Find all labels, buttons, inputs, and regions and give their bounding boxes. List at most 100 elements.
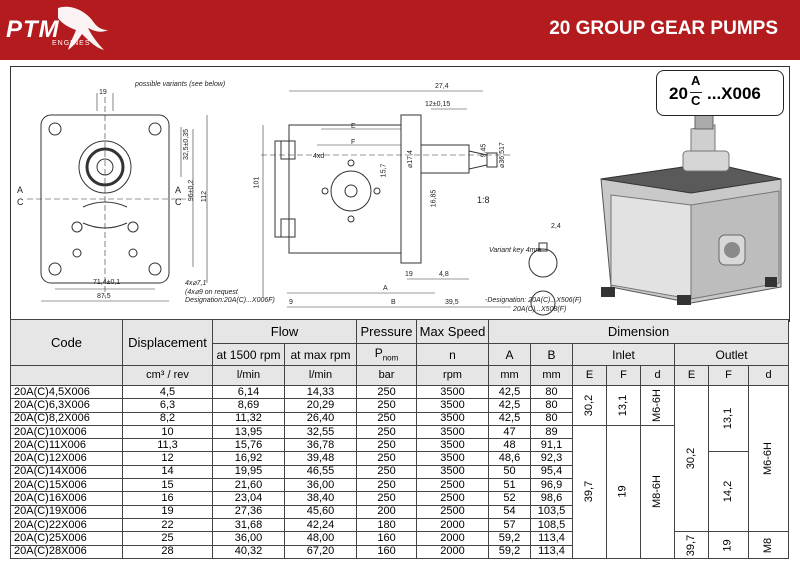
dim-label: 4,8 bbox=[439, 271, 449, 278]
outlet-e-header: E bbox=[674, 365, 710, 386]
holes-note: 4x⌀7,1 bbox=[185, 280, 207, 287]
cell-code: 20A(C)8,2X006 bbox=[10, 411, 123, 426]
header-banner: PTM ENGINES 20 GROUP GEAR PUMPS bbox=[0, 0, 800, 60]
cell-disp: 11,3 bbox=[122, 438, 213, 453]
cell-disp: 25 bbox=[122, 531, 213, 546]
ptm-logo: PTM ENGINES bbox=[0, 0, 130, 60]
port-a-label: A bbox=[175, 185, 182, 195]
variant-key-shape bbox=[528, 248, 558, 278]
bolt-hole-shape bbox=[48, 122, 62, 136]
variant-key-label: Variant key 4mm bbox=[489, 247, 542, 254]
cell-disp: 22 bbox=[122, 517, 213, 533]
cell-code: 20A(C)28X006 bbox=[10, 544, 123, 560]
cell-p: 250 bbox=[356, 464, 418, 480]
cell-f1500: 6,14 bbox=[212, 384, 285, 400]
cell-f1500: 31,68 bbox=[212, 517, 285, 533]
model-code-variant-a: A bbox=[691, 73, 701, 88]
cell-n: 2000 bbox=[416, 531, 490, 546]
cell-b: 96,9 bbox=[530, 478, 574, 493]
inlet-d-header: d bbox=[640, 365, 676, 386]
shaft-ring-shape bbox=[85, 147, 125, 187]
cell-n: 3500 bbox=[416, 438, 490, 453]
cell-code: 20A(C)25X006 bbox=[10, 531, 123, 546]
cell-b: 98,6 bbox=[530, 491, 574, 506]
spec-table: Code Displacement Flow Pressure Max Spee… bbox=[10, 319, 790, 560]
inlet-d-value: M6-6H bbox=[640, 385, 676, 426]
designation-label: -Designation: 20A(C)...X506(F) bbox=[485, 297, 582, 304]
dim-label: 15,7 bbox=[380, 163, 388, 178]
outlet-e-value: 30,2 bbox=[674, 384, 710, 533]
unit-mm: mm bbox=[488, 365, 532, 386]
cell-f1500: 13,95 bbox=[212, 424, 285, 440]
cell-p: 250 bbox=[356, 398, 418, 413]
cell-code: 20A(C)4,5X006 bbox=[10, 384, 123, 400]
model-code-box: 20 A C ...X006 bbox=[656, 70, 784, 116]
cell-a: 48 bbox=[488, 438, 532, 453]
bolt-hole-shape bbox=[148, 122, 162, 136]
cell-b: 113,4 bbox=[530, 531, 574, 546]
cell-fmax: 14,33 bbox=[283, 384, 358, 400]
cell-code: 20A(C)14X006 bbox=[10, 464, 123, 480]
dim-label: A bbox=[383, 285, 388, 292]
horse-logo-icon bbox=[58, 6, 108, 51]
unit-mm: mm bbox=[530, 365, 574, 386]
port-hole-shape bbox=[128, 248, 138, 258]
cell-n: 3500 bbox=[416, 398, 490, 413]
cell-code: 20A(C)19X006 bbox=[10, 504, 123, 519]
dim-label: 87,5 bbox=[97, 293, 111, 300]
cell-disp: 10 bbox=[122, 424, 213, 440]
cell-code: 20A(C)15X006 bbox=[10, 478, 123, 493]
col-header-n: n bbox=[416, 343, 490, 366]
cell-f1500: 19,95 bbox=[212, 464, 285, 480]
dim-label: 9,45 bbox=[480, 143, 488, 158]
col-header-flow-1500: at 1500 rpm bbox=[212, 343, 285, 366]
variant-spline-shape bbox=[530, 290, 556, 316]
cell-disp: 28 bbox=[122, 544, 213, 560]
dim-label: E bbox=[351, 123, 356, 130]
page-title: 20 GROUP GEAR PUMPS bbox=[549, 18, 778, 39]
cell-fmax: 67,20 bbox=[283, 544, 358, 560]
outlet-e-value: 39,7 bbox=[674, 531, 710, 559]
cell-p: 250 bbox=[356, 424, 418, 440]
dim-label: 2,4 bbox=[551, 223, 561, 230]
cell-fmax: 20,29 bbox=[283, 398, 358, 413]
col-header-dimension: Dimension bbox=[488, 319, 790, 344]
cell-a: 51 bbox=[488, 478, 532, 493]
shaft-nut-shape bbox=[486, 152, 498, 168]
shaft-shape bbox=[420, 144, 470, 174]
cell-fmax: 38,40 bbox=[283, 491, 358, 506]
designation-label: 20A(C)...X508(F) bbox=[513, 306, 567, 313]
model-code-prefix: 20 bbox=[669, 84, 688, 103]
cell-p: 250 bbox=[356, 438, 418, 453]
cell-a: 42,5 bbox=[488, 398, 532, 413]
possible-variants-label: possible variants (see below) bbox=[135, 81, 226, 88]
cell-code: 20A(C)10X006 bbox=[10, 424, 123, 440]
unit-disp: cm³ / rev bbox=[122, 365, 213, 386]
outlet-d-header: d bbox=[748, 365, 790, 386]
dim-label: 1:8 bbox=[477, 195, 490, 205]
inlet-e-header: E bbox=[572, 365, 608, 386]
cell-b: 92,3 bbox=[530, 451, 574, 466]
rear-cover-shape bbox=[274, 140, 290, 238]
cell-p: 250 bbox=[356, 478, 418, 493]
port-hole-shape bbox=[127, 221, 139, 233]
port-c-label: C bbox=[175, 197, 182, 207]
cell-code: 20A(C)11X006 bbox=[10, 438, 123, 453]
cell-n: 2500 bbox=[416, 504, 490, 519]
cell-n: 3500 bbox=[416, 424, 490, 440]
cell-b: 80 bbox=[530, 384, 574, 400]
cell-a: 59,2 bbox=[488, 531, 532, 546]
port-hole-shape bbox=[72, 248, 82, 258]
dim-label: 16,85 bbox=[430, 189, 438, 208]
outlet-f-value: 13,1 bbox=[708, 384, 750, 453]
cell-b: 95,4 bbox=[530, 464, 574, 480]
cell-fmax: 32,55 bbox=[283, 424, 358, 440]
cell-disp: 8,2 bbox=[122, 411, 213, 426]
cell-b: 108,5 bbox=[530, 517, 574, 533]
dim-label: 9 bbox=[289, 299, 293, 306]
inlet-f-header: F bbox=[606, 365, 642, 386]
